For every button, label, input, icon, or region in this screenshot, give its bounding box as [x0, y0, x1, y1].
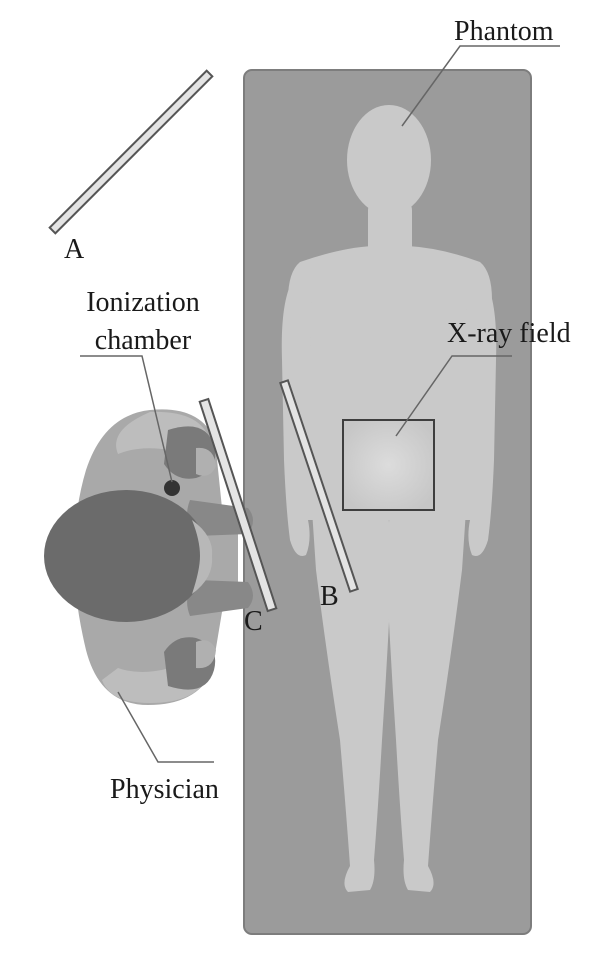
shield-b-label: B	[320, 581, 339, 612]
xray-field-leader-line	[395, 355, 512, 437]
phantom-body	[281, 105, 497, 892]
xray-field	[342, 419, 435, 511]
physician-label: Physician	[110, 774, 219, 805]
ionization-chamber-leader-line	[80, 355, 173, 483]
leader-lines	[80, 45, 560, 763]
shield-a	[48, 69, 214, 235]
shield-a-label: A	[64, 234, 85, 265]
ionization-chamber-label: Ionization chamber	[86, 287, 200, 356]
shield-c	[198, 397, 278, 613]
physician-leader-line	[117, 691, 214, 763]
ionization-chamber-dot	[164, 480, 180, 496]
shield-c-label: C	[244, 606, 263, 637]
shield-b	[279, 379, 359, 593]
xray-field-label: X-ray field	[447, 318, 571, 349]
phantom-leader-line	[401, 45, 560, 127]
phantom-label: Phantom	[454, 16, 554, 47]
